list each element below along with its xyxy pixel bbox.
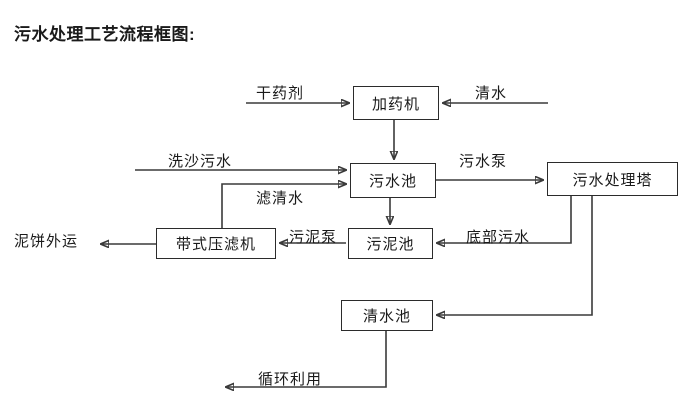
page-title: 污水处理工艺流程框图:: [14, 25, 196, 44]
edge-label-clean-water: 清水: [475, 85, 508, 102]
node-clear-water-pool[interactable]: 清水池: [341, 300, 433, 331]
node-label: 污水处理塔: [572, 171, 653, 189]
node-treatment-tower[interactable]: 污水处理塔: [547, 162, 678, 196]
node-label: 污水池: [368, 173, 417, 190]
edge-label-sludge-pump: 污泥泵: [289, 229, 338, 246]
wire-tower-to-clearpool: [437, 196, 593, 315]
node-dosing-machine[interactable]: 加药机: [353, 86, 439, 120]
node-label: 清水池: [362, 308, 411, 325]
node-label: 污泥池: [366, 236, 415, 253]
edge-label-sewage-pump: 污水泵: [459, 153, 508, 170]
edge-label-bottom-sewage: 底部污水: [466, 229, 531, 246]
node-label: 加药机: [371, 95, 420, 113]
node-label: 带式压滤机: [175, 236, 256, 253]
edge-label-recycle-reuse: 循环利用: [258, 371, 323, 388]
edge-label-sand-wash-wastewater: 洗沙污水: [168, 153, 233, 170]
edge-label-dry-chemical: 干药剂: [256, 85, 305, 102]
edge-label-filtrate-water: 滤清水: [256, 190, 305, 207]
node-belt-filter-press[interactable]: 带式压滤机: [156, 228, 276, 259]
edge-label-mudcake-transport: 泥饼外运: [14, 233, 79, 250]
node-wastewater-pool[interactable]: 污水池: [350, 163, 436, 198]
node-sludge-pool[interactable]: 污泥池: [348, 228, 433, 259]
